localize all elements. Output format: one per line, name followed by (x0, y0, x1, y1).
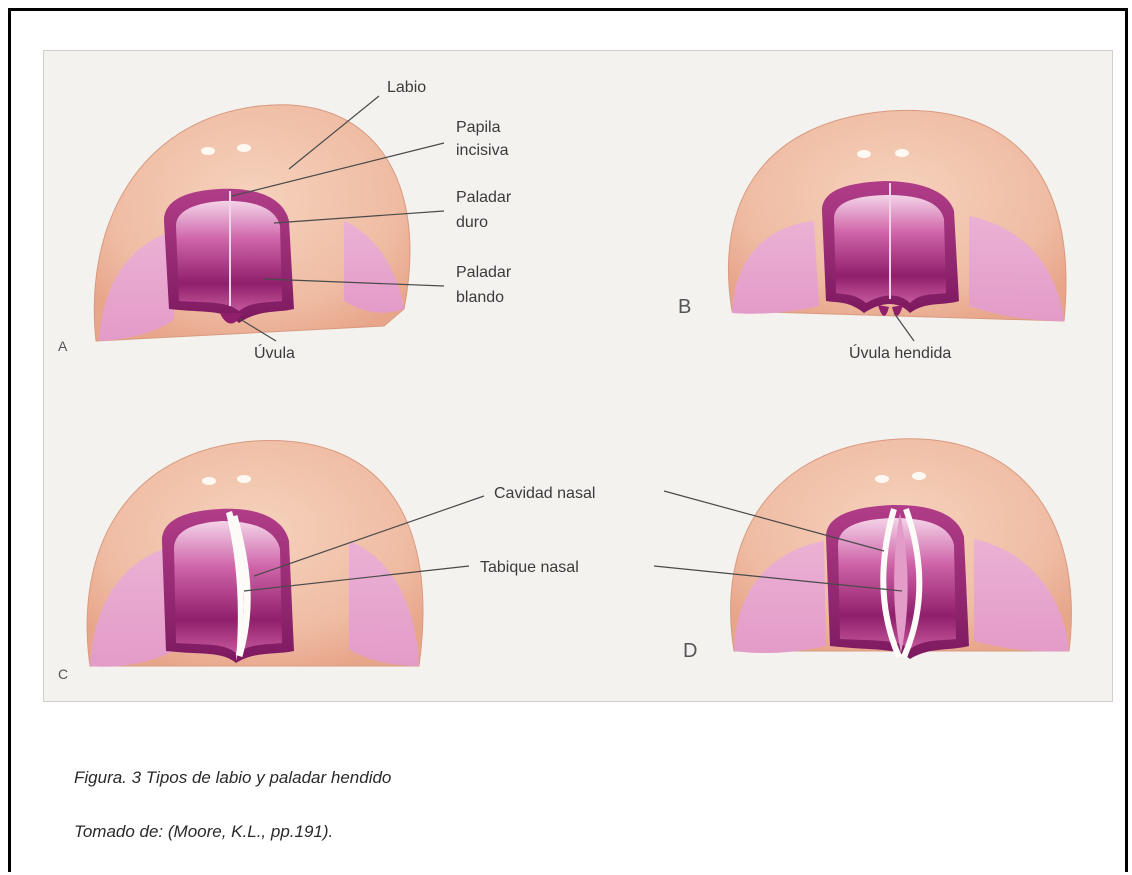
panel-letter-c: C (58, 666, 68, 682)
panel-b-incisive-right (895, 149, 909, 157)
panel-d-incisive-left (875, 475, 889, 483)
figure-caption-title: Figura. 3 Tipos de labio y paladar hendi… (74, 768, 391, 788)
leader-uvula-hendida (894, 313, 914, 341)
label-papila-line2: incisiva (456, 142, 509, 159)
label-labio: Labio (387, 79, 426, 96)
label-paladar-duro-line1: Paladar (456, 189, 512, 206)
label-uvula-hendida: Úvula hendida (849, 343, 951, 362)
panel-letter-a: A (58, 338, 68, 354)
panel-c-incisive-right (237, 475, 251, 483)
panel-a-incisive-right (237, 144, 251, 152)
panel-d-incisive-right (912, 472, 926, 480)
panel-c-palate (174, 521, 282, 653)
label-papila-line1: Papila (456, 119, 501, 136)
panel-a-incisive-left (201, 147, 215, 155)
panel-b-incisive-left (857, 150, 871, 158)
figure-caption-source: Tomado de: (Moore, K.L., pp.191). (74, 822, 333, 842)
panel-letter-b: B (678, 296, 691, 318)
panel-a-illustration (94, 105, 410, 341)
panel-d-illustration (731, 439, 1072, 659)
panel-letter-d: D (683, 640, 697, 662)
label-uvula: Úvula (254, 343, 295, 362)
label-paladar-blando-line2: blando (456, 289, 504, 306)
panel-c-illustration (87, 440, 423, 666)
label-tabique-nasal: Tabique nasal (480, 559, 579, 576)
cleft-palate-illustration: Labio Papila incisiva Paladar duro Palad… (44, 51, 1112, 701)
label-paladar-blando-line1: Paladar (456, 264, 512, 281)
label-paladar-duro-line2: duro (456, 214, 488, 231)
figure-panel: Labio Papila incisiva Paladar duro Palad… (43, 50, 1113, 702)
panel-c-incisive-left (202, 477, 216, 485)
panel-b-illustration (728, 110, 1066, 321)
label-cavidad-nasal: Cavidad nasal (494, 485, 595, 502)
